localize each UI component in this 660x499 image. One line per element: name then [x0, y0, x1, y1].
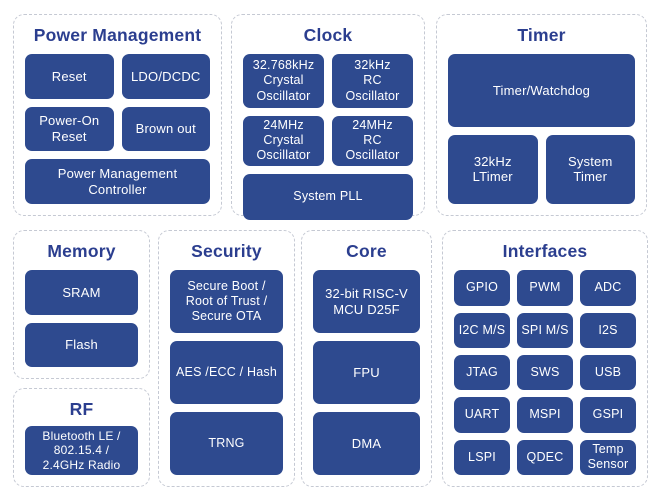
block-secure-boot: Secure Boot / Root of Trust / Secure OTA — [170, 270, 283, 334]
section-title: Core — [346, 241, 387, 261]
block-ldo-dcdc: LDO/DCDC — [121, 54, 210, 99]
block-24mhz-crystal-oscillator: 24MHz Crystal Oscillator — [243, 115, 324, 166]
section-title: RF — [69, 399, 94, 419]
block-trng: TRNG — [170, 412, 283, 475]
section-title: Security — [191, 241, 262, 261]
core-blocks: 32-bit RISC-V MCU D25F FPU DMA — [313, 270, 420, 475]
memory-blocks: SRAM Flash — [25, 270, 138, 367]
block-sram: SRAM — [25, 270, 138, 315]
block-adc: ADC — [580, 270, 636, 306]
section-security: Security Secure Boot / Root of Trust / S… — [158, 230, 295, 487]
clock-blocks: 32.768kHz Crystal Oscillator 32kHz RC Os… — [243, 54, 413, 220]
block-32768khz-crystal-oscillator: 32.768kHz Crystal Oscillator — [243, 54, 324, 108]
block-reset: Reset — [25, 54, 114, 99]
section-title: Power Management — [33, 25, 202, 45]
block-jtag: JTAG — [454, 354, 510, 391]
block-gpio: GPIO — [454, 270, 510, 306]
block-mspi: MSPI — [517, 397, 573, 433]
block-i2c-ms: I2C M/S — [454, 312, 510, 348]
block-timer-watchdog: Timer/Watchdog — [448, 54, 635, 127]
block-aes-ecc-hash: AES /ECC / Hash — [170, 341, 283, 405]
block-spi-ms: SPI M/S — [517, 312, 573, 348]
block-lspi: LSPI — [454, 439, 510, 475]
block-system-pll: System PLL — [243, 173, 413, 220]
block-32khz-ltimer: 32kHz LTimer — [448, 134, 538, 204]
block-32khz-rc-oscillator: 32kHz RC Oscillator — [332, 54, 413, 108]
block-24mhz-rc-oscillator: 24MHz RC Oscillator — [332, 115, 413, 166]
rf-blocks: Bluetooth LE / 802.15.4 / 2.4GHz Radio — [25, 426, 138, 475]
block-bluetooth-radio: Bluetooth LE / 802.15.4 / 2.4GHz Radio — [25, 426, 138, 475]
security-blocks: Secure Boot / Root of Trust / Secure OTA… — [170, 270, 283, 475]
section-memory: Memory SRAM Flash — [13, 230, 150, 379]
block-flash: Flash — [25, 322, 138, 367]
interfaces-blocks: GPIO PWM ADC I2C M/S SPI M/S I2S JTAG SW… — [454, 270, 636, 475]
section-title: Interfaces — [502, 241, 588, 261]
section-clock: Clock 32.768kHz Crystal Oscillator 32kHz… — [231, 14, 425, 220]
block-qdec: QDEC — [517, 439, 573, 475]
section-rf: RF Bluetooth LE / 802.15.4 / 2.4GHz Radi… — [13, 388, 150, 487]
section-title: Clock — [303, 25, 353, 45]
block-pwm: PWM — [517, 270, 573, 306]
block-riscv-mcu: 32-bit RISC-V MCU D25F — [313, 270, 420, 334]
section-core: Core 32-bit RISC-V MCU D25F FPU DMA — [301, 230, 432, 487]
section-power-management: Power Management Reset LDO/DCDC Power-On… — [13, 14, 222, 216]
block-power-management-controller: Power Management Controller — [25, 159, 210, 204]
block-usb: USB — [580, 354, 636, 391]
block-brown-out: Brown out — [121, 106, 210, 152]
block-power-on-reset: Power-On Reset — [25, 106, 114, 152]
block-sws: SWS — [517, 354, 573, 391]
block-gspi: GSPI — [580, 397, 636, 433]
block-uart: UART — [454, 397, 510, 433]
section-title: Timer — [517, 25, 566, 45]
block-dma: DMA — [313, 412, 420, 475]
timer-blocks: Timer/Watchdog 32kHz LTimer System Timer — [448, 54, 635, 204]
section-title: Memory — [47, 241, 116, 261]
block-system-timer: System Timer — [545, 134, 635, 204]
block-i2s: I2S — [580, 312, 636, 348]
power-management-blocks: Reset LDO/DCDC Power-On Reset Brown out … — [25, 54, 210, 204]
section-interfaces: Interfaces GPIO PWM ADC I2C M/S SPI M/S … — [442, 230, 648, 487]
block-fpu: FPU — [313, 341, 420, 405]
section-timer: Timer Timer/Watchdog 32kHz LTimer System… — [436, 14, 647, 216]
block-temp-sensor: Temp Sensor — [580, 439, 636, 475]
